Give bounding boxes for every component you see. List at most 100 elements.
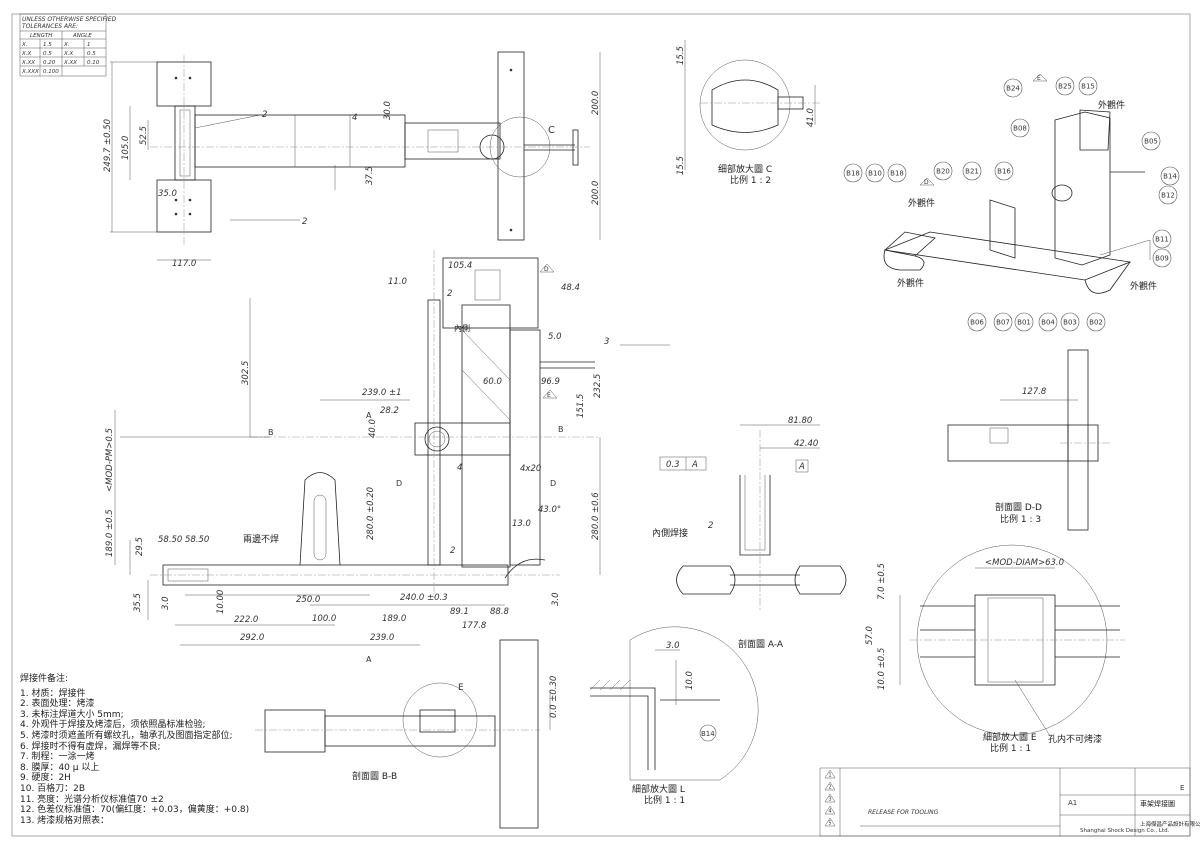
dim-l-10: 10.0 <box>685 671 695 690</box>
dim-front-5: 5.0 <box>548 332 562 342</box>
iso-flag-d <box>919 177 935 186</box>
dim-front-3b: 3.0 <box>551 592 561 606</box>
iso-balloon <box>1158 185 1178 205</box>
title-part-name: 車架焊接圖 <box>1140 799 1175 808</box>
iso-balloon <box>993 312 1013 332</box>
top-weld-2: 2 <box>302 217 307 227</box>
front-weld-3: 3 <box>604 337 609 347</box>
iso-note-2: 外觀件 <box>908 197 935 209</box>
dim-top-105: 105.0 <box>121 136 131 160</box>
dim-front-29: 29.5 <box>135 537 145 556</box>
note-item: 2. 表面处理：烤漆 <box>20 699 95 710</box>
dd-title: 剖面圖 D-D <box>995 501 1042 513</box>
detail-e-view: <MOD-DIAM>63.0 7.0 ±0.5 57.0 10.0 ±0.5 細… <box>865 544 1125 754</box>
iso-balloon-label: B14 <box>1163 173 1177 181</box>
note-item: 6. 焊接时不得有虚焊，漏焊等不良; <box>20 741 161 752</box>
dim-front-89: 89.1 <box>450 607 469 617</box>
dim-front-239: 239.0 ±1 <box>362 388 402 398</box>
iso-balloon-label: B05 <box>1144 138 1158 146</box>
front-flag-e: E <box>547 392 551 399</box>
iso-balloon-label: B11 <box>1155 236 1169 244</box>
dim-top-200b: 200.0 <box>591 181 601 205</box>
bb-title: 剖面圖 B-B <box>352 770 397 782</box>
note-item: 1. 材质：焊接件 <box>20 688 86 699</box>
iso-balloon <box>994 161 1014 181</box>
tolerance-cell: 1 <box>87 42 91 48</box>
dim-front-232: 232.5 <box>593 374 603 398</box>
dim-front-239b: 239.0 <box>370 633 394 643</box>
dim-c-15a: 15.5 <box>676 46 686 65</box>
revision-flag <box>824 781 836 791</box>
detail-l-view: 3.0 10.0 B14 細部放大圖 L 比例 1 : 1 <box>589 626 759 806</box>
iso-balloon-label: B04 <box>1041 319 1055 327</box>
aa-frame-value: 0.3 <box>666 460 680 470</box>
dim-c-15b: 15.5 <box>676 156 686 175</box>
iso-balloon <box>1014 312 1034 332</box>
dim-front-189: 189.0 ±0.5 <box>105 509 115 557</box>
tolerance-cell: X.XXX <box>21 69 39 75</box>
dim-e-modiam: <MOD-DIAM>63.0 <box>985 558 1064 568</box>
revision-flag-label: 2 <box>828 785 831 791</box>
note-item: 10. 百格刀：2B <box>20 783 86 794</box>
front-flag-d: D <box>544 266 549 273</box>
iso-balloon <box>933 161 953 181</box>
dim-front-280b: 280.0 ±0.6 <box>591 492 601 540</box>
dim-front-280a: 280.0 ±0.20 <box>366 487 376 540</box>
l-balloon: B14 <box>701 730 715 738</box>
section-b-right: B <box>558 425 564 434</box>
section-bb-view: E 0.0 ±0.30 剖面圖 B-B <box>255 639 559 829</box>
dim-front-13: 13.0 <box>512 519 531 529</box>
tolerance-cell: 0.20 <box>43 60 56 66</box>
section-a-bottom: A <box>366 655 372 664</box>
tolerance-col-length: LENGTH <box>30 33 52 39</box>
tolerance-cell: X.X <box>21 51 32 57</box>
dim-e-7: 7.0 ±0.5 <box>877 563 887 600</box>
tolerance-cell: X. <box>63 42 70 48</box>
tolerance-cell: X. <box>21 42 28 48</box>
dim-front-100: 100.0 <box>312 614 336 624</box>
aa-frame-datum: A <box>691 460 698 470</box>
dim-front-222: 222.0 <box>234 615 258 625</box>
notes-heading: 焊接件备注: <box>20 674 69 684</box>
dd-scale: 比例 1 : 3 <box>1000 513 1041 525</box>
iso-flag-e <box>1032 73 1048 82</box>
sheet-border <box>11 13 1191 837</box>
title-size: A1 <box>1068 799 1077 807</box>
title-company: 上海傑昌产品設計有限公司 <box>1140 820 1200 828</box>
note-item: 4. 外观件于焊接及烤漆后，须依照晶标准检验; <box>20 720 206 731</box>
dim-l-3: 3.0 <box>666 641 680 651</box>
tolerance-cell: 0.5 <box>87 51 96 57</box>
revision-flag <box>824 793 836 803</box>
note-item: 5. 烤漆时须遮盖所有螺纹孔，轴承孔及图面指定部位; <box>20 730 233 741</box>
bb-marker: E <box>458 683 464 693</box>
iso-balloon <box>967 312 987 332</box>
tolerance-title-1: UNLESS OTHERWISE SPECIFIED <box>22 16 117 23</box>
dim-front-58b: 58.50 <box>185 535 209 545</box>
aa-weld: 2 <box>708 521 713 531</box>
dim-c-41: 41.0 <box>806 108 816 127</box>
tolerance-col-angle: ANGLE <box>72 33 92 39</box>
iso-balloon <box>1141 131 1161 151</box>
iso-note-1: 外觀件 <box>1098 99 1125 111</box>
iso-note-3: 外觀件 <box>897 277 924 289</box>
l-scale: 比例 1 : 1 <box>644 794 685 806</box>
dim-front-60: 60.0 <box>483 377 502 387</box>
iso-balloon-label: B09 <box>1155 255 1169 263</box>
note-item: 8. 膜厚：40 μ 以上 <box>20 762 100 773</box>
dim-front-177: 177.8 <box>462 621 487 631</box>
top-weld-4: 4 <box>352 113 357 123</box>
iso-balloon <box>1060 312 1080 332</box>
front-weld-4: 4 <box>457 463 462 473</box>
iso-balloon-label: B01 <box>1017 319 1031 327</box>
note-item: 9. 硬度：2H <box>20 773 71 784</box>
iso-balloon-label: B03 <box>1063 319 1077 327</box>
dim-top-249: 249.7 ±0.50 <box>103 119 113 172</box>
iso-balloon <box>1086 312 1106 332</box>
dim-front-151: 151.5 <box>576 394 586 418</box>
iso-flag-d-label: D <box>924 179 929 186</box>
revision-flag-label: 4 <box>828 809 831 815</box>
iso-balloon-label: B16 <box>997 168 1011 176</box>
dim-front-96: 96.9 <box>541 377 560 387</box>
iso-balloon-label: B08 <box>1013 125 1027 133</box>
iso-balloon-label: B10 <box>868 170 882 178</box>
